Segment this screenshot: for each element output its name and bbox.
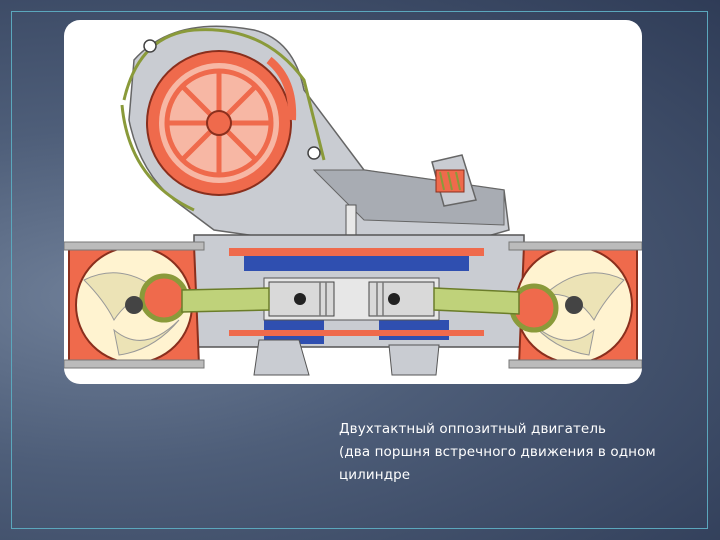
connecting-rods	[181, 287, 520, 315]
slide-frame	[11, 11, 708, 529]
caption-line-1: Двухтактный оппозитный двигатель	[339, 421, 607, 437]
slide-caption: Двухтактный оппозитный двигатель (два по…	[339, 418, 699, 487]
blower-rotor	[146, 50, 297, 196]
left-crankcase	[64, 241, 205, 369]
exhaust-ports	[253, 339, 440, 376]
right-crankcase	[508, 241, 642, 369]
caption-line-2: (два поршня встречного движения в одном	[339, 444, 656, 460]
caption-line-3: цилиндре	[339, 467, 411, 483]
intake-valve-box	[431, 154, 477, 207]
engine-figure	[64, 20, 642, 384]
